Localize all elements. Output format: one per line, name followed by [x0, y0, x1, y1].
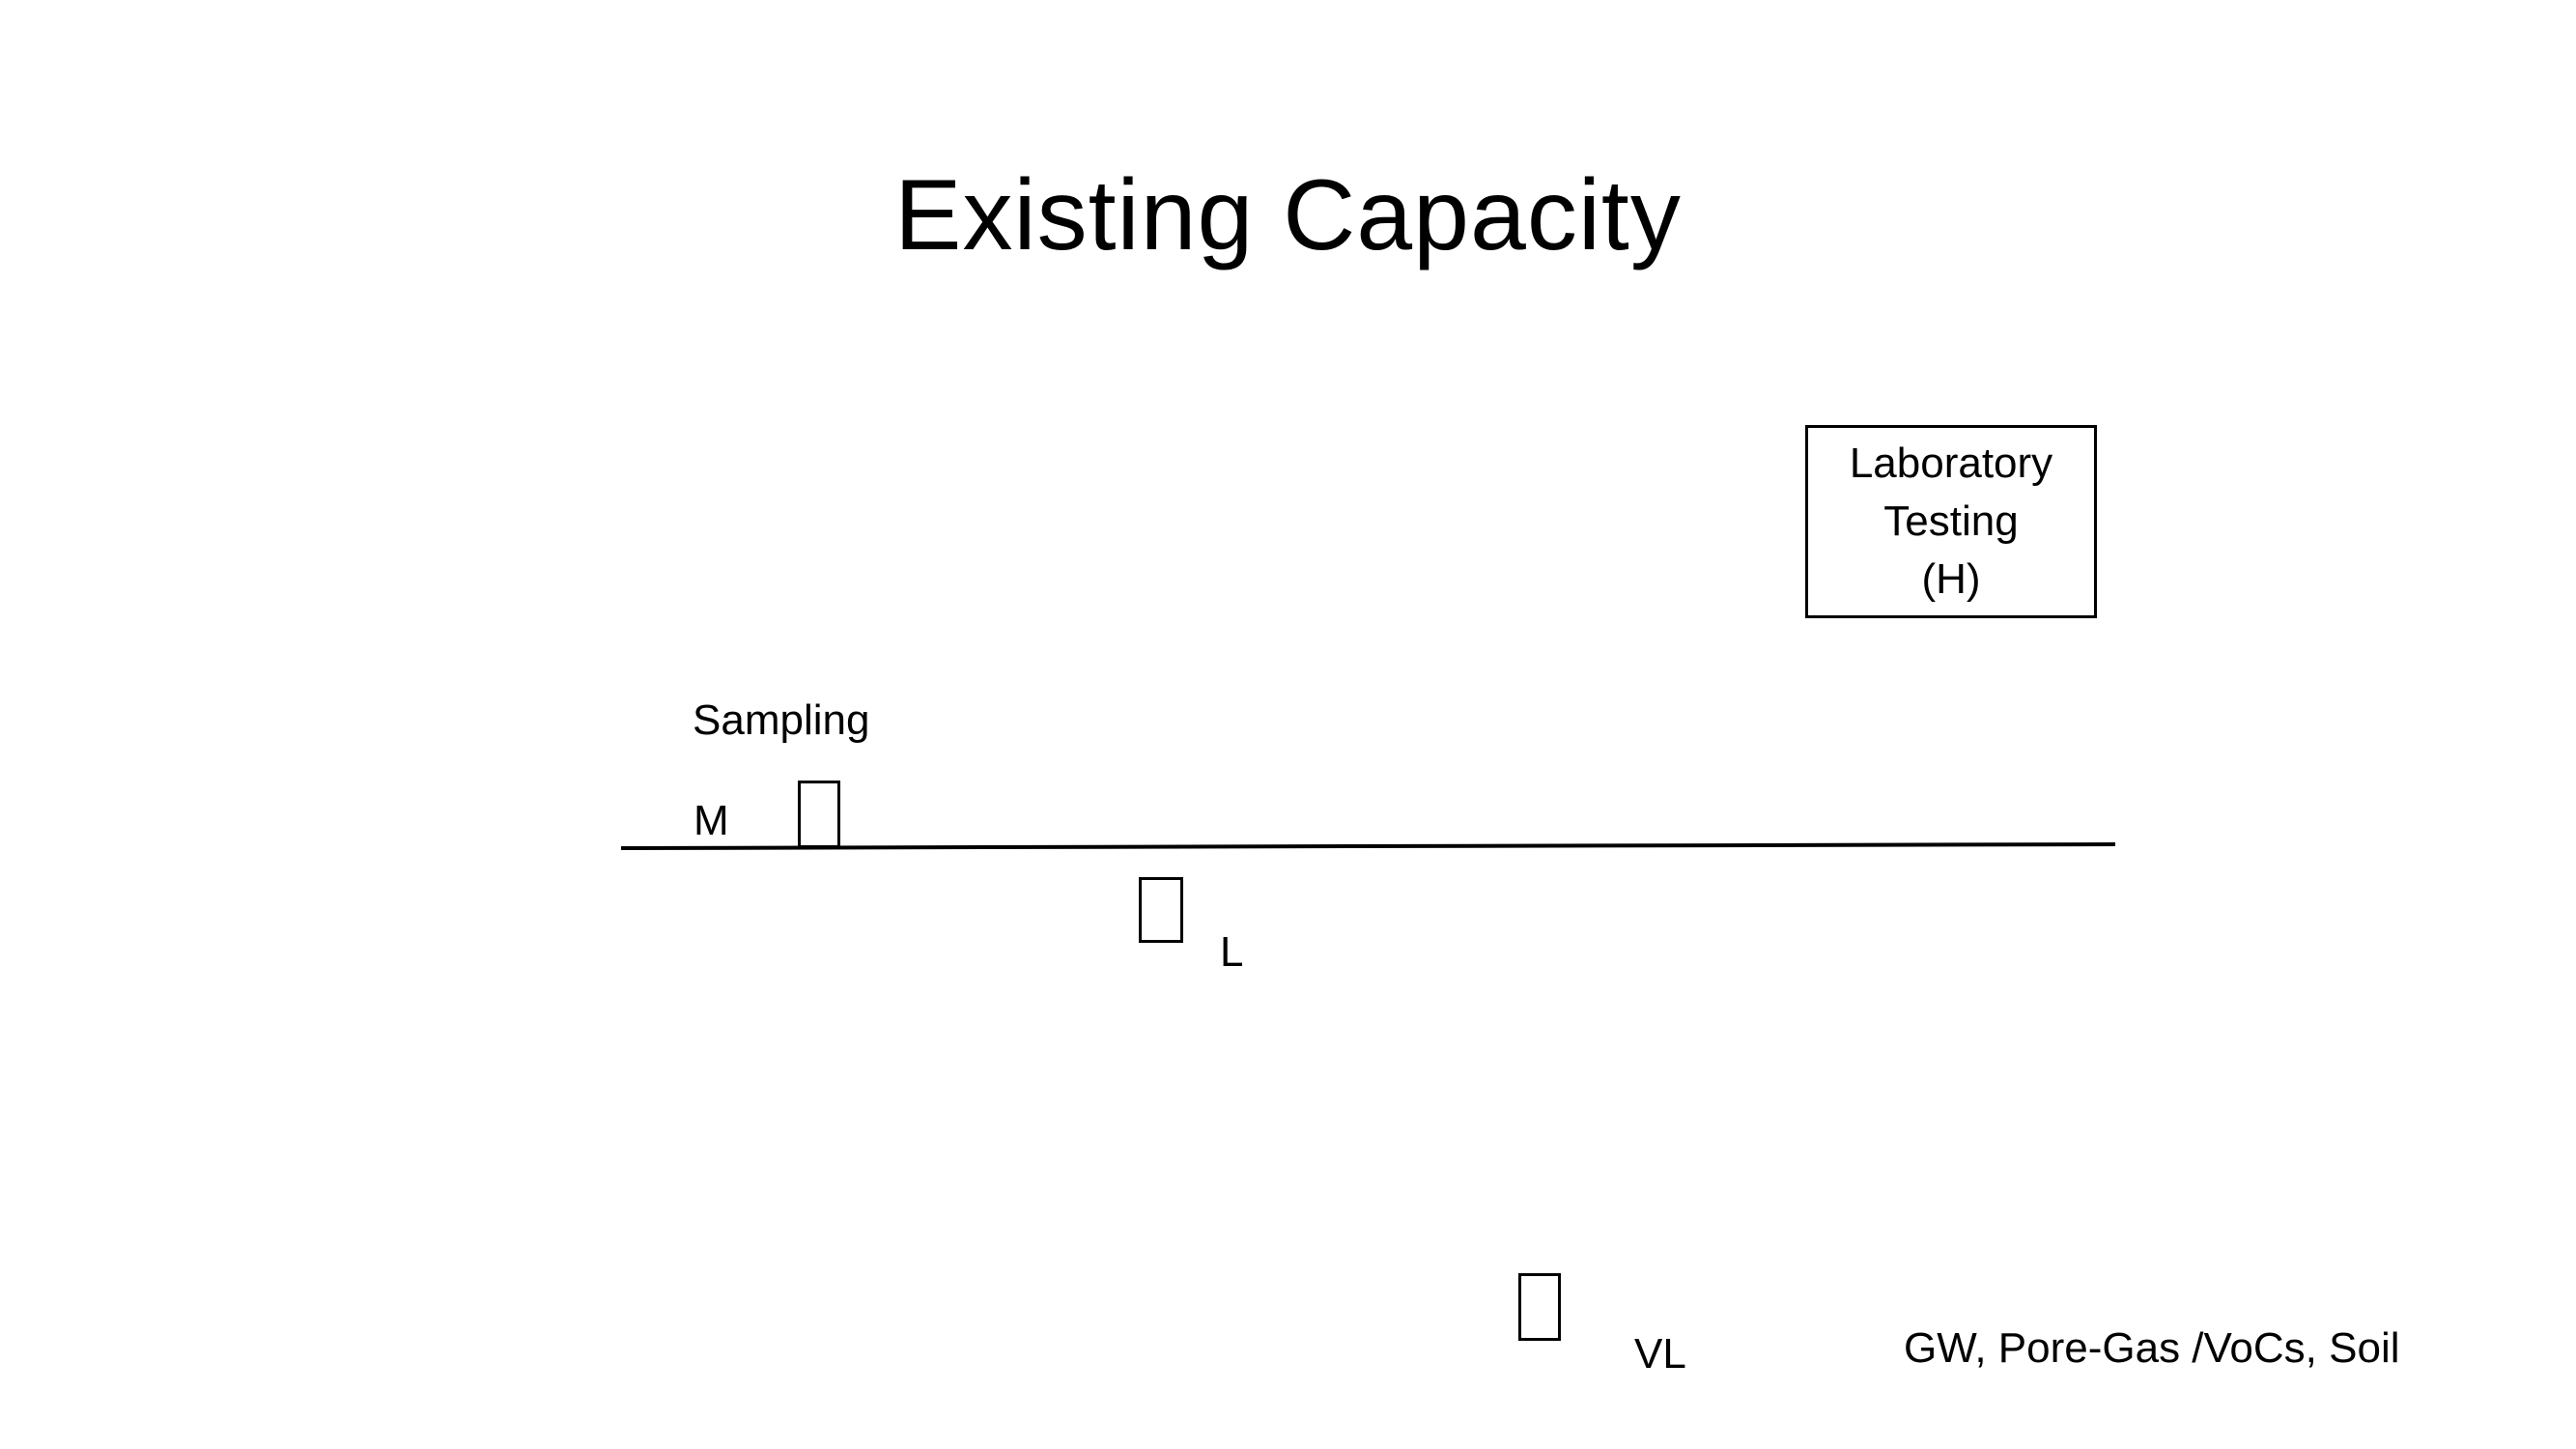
- level-m-label: M: [694, 797, 729, 844]
- media-note: GW, Pore-Gas /VoCs, Soil: [1904, 1324, 2400, 1372]
- laboratory-testing-box: Laboratory Testing (H): [1805, 425, 2097, 618]
- sampling-label: Sampling: [693, 696, 870, 744]
- missing-glyph-box-icon: [1518, 1273, 1561, 1341]
- missing-glyph-box-icon: [1139, 877, 1183, 943]
- lab-box-line-2: Testing: [1883, 497, 2019, 545]
- lab-box-line-1: Laboratory: [1849, 440, 2053, 487]
- lab-box-line-3: (H): [1921, 555, 1981, 603]
- level-l-label: L: [1220, 928, 1244, 976]
- missing-glyph-box-icon: [798, 781, 840, 848]
- ground-line-stroke: [620, 842, 2116, 850]
- level-vl-label: VL: [1634, 1330, 1686, 1378]
- slide-title: Existing Capacity: [894, 159, 1682, 271]
